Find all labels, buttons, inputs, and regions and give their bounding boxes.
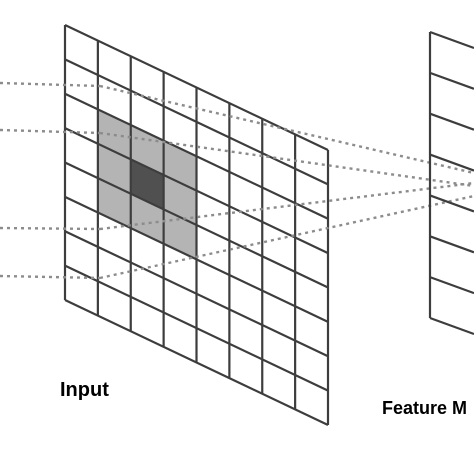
feature-map-row-line bbox=[429, 153, 474, 172]
feature-map-row-line bbox=[429, 71, 474, 90]
feature-map-row-line bbox=[429, 112, 474, 131]
feature-map-row-line bbox=[429, 276, 474, 295]
projection-line bbox=[99, 84, 474, 175]
feature-map-label: Feature M bbox=[382, 398, 468, 418]
projection-line bbox=[0, 128, 101, 135]
feature-map-row-line bbox=[429, 194, 474, 213]
grid-row-line bbox=[64, 195, 329, 323]
projection-line bbox=[0, 81, 101, 88]
projection-line bbox=[99, 194, 474, 280]
feature-map-row-line bbox=[429, 235, 474, 254]
input-label: Input bbox=[60, 379, 109, 401]
feature-map-grid bbox=[428, 30, 474, 336]
feature-map-row-line bbox=[429, 30, 474, 50]
projection-line bbox=[0, 226, 101, 231]
grid-row-line bbox=[64, 299, 329, 426]
projection-lines bbox=[0, 81, 474, 280]
projection-line bbox=[0, 274, 101, 280]
feature-map-row-line bbox=[429, 316, 474, 336]
grid-row-line bbox=[64, 264, 329, 392]
input-grid bbox=[63, 24, 330, 426]
grid-row-line bbox=[64, 230, 329, 358]
